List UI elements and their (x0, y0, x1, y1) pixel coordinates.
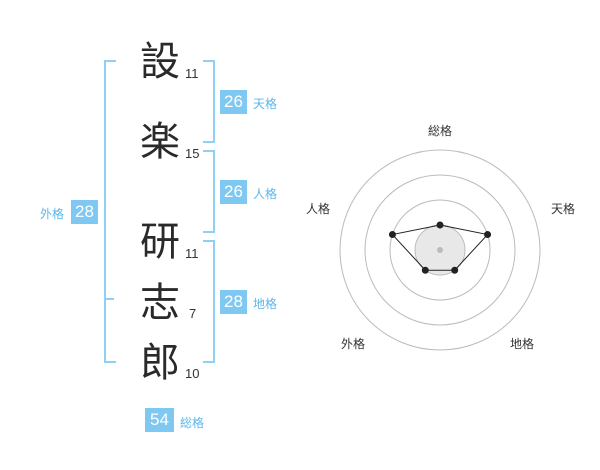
name-char-4: 志 (140, 280, 180, 326)
name-char-2: 楽 (140, 119, 180, 165)
tenkaku-bracket (203, 60, 215, 143)
tenkaku-label: 天格 (253, 97, 278, 111)
name-char-5: 郎 (140, 340, 180, 386)
radar-label-jinkaku: 人格 (306, 202, 331, 216)
radar-ring-2 (389, 199, 491, 301)
name-char-3: 研 (140, 219, 180, 265)
tenkaku-value: 26 (220, 90, 247, 114)
jinkaku-value: 26 (220, 180, 247, 204)
radar-polygon (391, 224, 489, 271)
radar-point-4 (388, 231, 396, 239)
stroke-count-3: 11 (185, 246, 199, 261)
chikaku-bracket (203, 240, 215, 363)
radar-point-1 (484, 231, 492, 239)
radar-label-gaikaku: 外格 (341, 337, 366, 351)
gaikaku-value: 28 (71, 200, 98, 224)
stroke-count-5: 10 (185, 366, 200, 381)
jinkaku-label: 人格 (253, 187, 278, 201)
radar-point-2 (451, 266, 459, 274)
gaikaku-bracket-tick (104, 298, 114, 300)
radar-ring-4 (339, 149, 541, 351)
stroke-count-1: 11 (185, 66, 199, 81)
name-char-1: 設 (140, 39, 180, 85)
jinkaku-bracket (203, 150, 215, 233)
stroke-count-4: 7 (189, 306, 197, 321)
radar-label-soukaku: 総格 (428, 124, 453, 138)
radar-ring-3 (364, 174, 516, 326)
radar-point-3 (421, 266, 429, 274)
gaikaku-label: 外格 (40, 207, 65, 221)
chikaku-value: 28 (220, 290, 247, 314)
soukaku-label: 総格 (180, 416, 205, 430)
radar-point-0 (436, 221, 444, 229)
radar-label-tenkaku: 天格 (551, 202, 576, 216)
soukaku-value: 54 (145, 408, 174, 432)
stroke-count-2: 15 (185, 146, 200, 161)
radar-label-chikaku: 地格 (510, 337, 535, 351)
radar-center (437, 247, 443, 253)
gaikaku-bracket (104, 60, 116, 363)
chikaku-label: 地格 (253, 297, 278, 311)
